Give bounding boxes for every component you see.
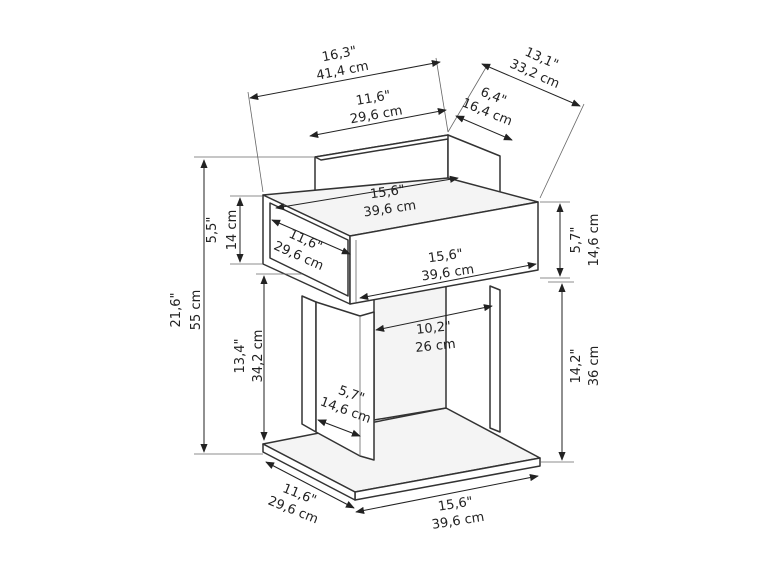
label-total-height-in: 21,6" (169, 293, 184, 328)
label-right-lower-height-cm: 36 cm (587, 346, 602, 387)
label-leg-height-in: 13,4" (233, 339, 248, 374)
dim-drawer-width (359, 262, 537, 300)
label-leg-height-cm: 34,2 cm (251, 330, 266, 383)
dim-back-panel-width (309, 107, 447, 139)
label-top-total-width-in: 16,3" (321, 44, 358, 65)
label-total-height-cm: 55 cm (189, 290, 204, 331)
label-inner-opening-in: 10,2" (415, 319, 451, 338)
label-drawer-height-cm: 14,6 cm (587, 214, 602, 267)
label-drawer-height-in: 5,7" (569, 227, 584, 254)
dim-top-total-width (249, 59, 441, 101)
label-shelf-height-in: 5,5" (205, 217, 220, 244)
label-shelf-width-in: 15,6" (369, 183, 406, 203)
dim-base-depth (265, 461, 355, 509)
label-shelf-width-cm: 39,6 cm (363, 198, 417, 220)
label-base-width-in: 15,6" (437, 494, 474, 514)
dim-shelf-width (275, 175, 459, 211)
label-inner-opening-cm: 26 cm (415, 337, 457, 356)
right-leg-panel (489, 285, 501, 433)
dim-inner-opening (375, 304, 493, 332)
dim-base-width (355, 474, 539, 514)
dim-leg-panel-depth (317, 419, 361, 437)
left-leg-side (301, 295, 317, 433)
dim-side-panel-depth (455, 115, 513, 141)
label-drawer-width-cm: 39,6 cm (421, 262, 475, 284)
label-right-lower-height-in: 14,2" (569, 349, 584, 384)
label-back-panel-width-in: 11,6" (355, 88, 392, 109)
dim-top-depth (481, 63, 581, 107)
label-shelf-height-cm: 14 cm (225, 210, 240, 251)
dimension-lines (194, 57, 585, 514)
label-drawer-width-in: 15,6" (427, 247, 464, 267)
dim-shelf-depth (271, 219, 351, 255)
left-leg-front (315, 301, 375, 461)
